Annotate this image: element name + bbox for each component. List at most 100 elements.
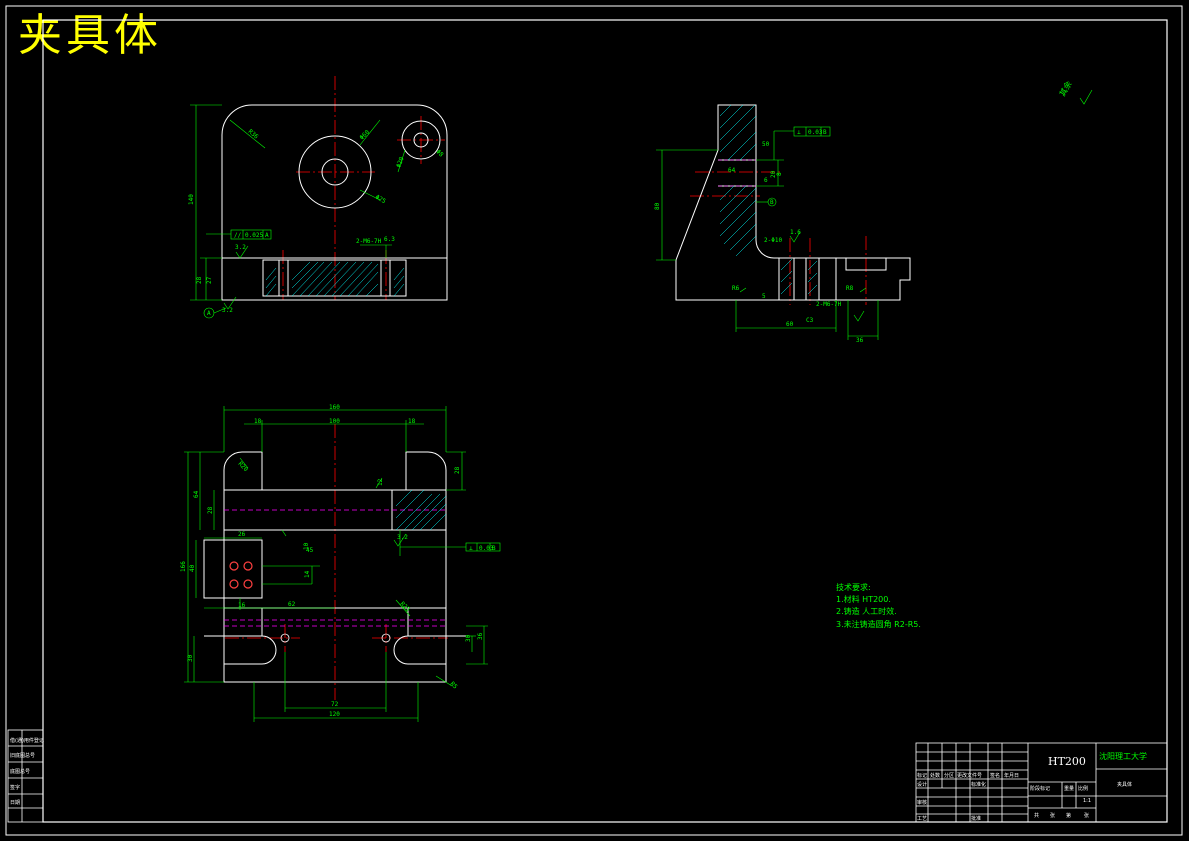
dim-h28b: 28 [207, 506, 214, 514]
dim-h40: 40 [189, 564, 196, 572]
dim-dia25: Φ25 [374, 194, 387, 206]
tb-part-name: 夹具体 [1117, 781, 1132, 788]
dim-hole: 2-Φ10 [764, 237, 782, 244]
tb-cell-ratio: 比例 [1078, 785, 1088, 792]
tb-cell-stage: 阶段标记 [1030, 785, 1050, 792]
tb-cell-sheet2: 张 [1084, 812, 1089, 819]
dim-w16: 16 [238, 602, 246, 609]
tech-item-2: 2.铸造 人工时效. [836, 606, 897, 616]
dim-h12: 12 [377, 478, 384, 486]
dim-h45: 45 [306, 547, 314, 554]
tech-requirements: 技术要求: 1.材料 HT200. 2.铸造 人工时效. 3.未注铸造圆角 R2… [836, 582, 921, 629]
dim-h10: 10 [303, 542, 310, 550]
dim-h20: 20 [770, 170, 777, 178]
dim-ra16: 1.6 [790, 229, 801, 236]
dim-w36: 36 [856, 337, 864, 344]
side-tol-value: 0.03 [808, 129, 823, 136]
front-view: R36 Φ60 Φ25 Φ20 Φ8 140 28 27 2-M6-7H 6.3… [188, 76, 448, 319]
dim-h64: 64 [193, 490, 200, 498]
dim-h166: 166 [180, 561, 187, 572]
dim-r36: R36 [247, 128, 260, 141]
dim-h30b: 30 [465, 634, 472, 642]
dim-h27: 27 [206, 276, 213, 284]
tb-cell-count: 处数 [930, 772, 940, 779]
dim-ra: 3.2 [235, 244, 246, 251]
tb-cell-marker: 标记 [917, 772, 927, 779]
dim-thread: 2-M6-7H [356, 238, 382, 245]
left-strip: 借(通)用件登记 旧底图总号 底图总号 签字 日期 [7, 729, 44, 823]
side-view: 80 20 8 5 50 6 64 60 2-Φ10 2-M6-7H C3 1.… [654, 79, 1093, 344]
dim-r6: R6 [732, 285, 740, 292]
dim-w62: 62 [288, 601, 296, 608]
dim-w60: 60 [786, 321, 794, 328]
dim-h28: 28 [196, 276, 203, 284]
dim-w160: 160 [329, 404, 340, 411]
top-tol-symbol: ⊥ [469, 545, 473, 552]
dim-r20: R20 [237, 460, 250, 473]
strip-cell-4: 签字 [10, 784, 20, 791]
dim-w120: 120 [329, 711, 340, 718]
tech-item-1: 1.材料 HT200. [836, 594, 891, 604]
dim-r25: R25 [399, 600, 412, 613]
side-tol-datum: B [823, 129, 827, 136]
dim-h14: 14 [304, 570, 311, 578]
tb-cell-weight: 重量 [1064, 785, 1074, 792]
tb-cell-approve: 批准 [971, 815, 981, 822]
side-tol-symbol: ⊥ [797, 129, 801, 136]
strip-cell-1: 借(通)用件登记 [10, 737, 44, 744]
strip-cell-3: 底图总号 [10, 768, 30, 775]
tb-cell-design: 设计 [917, 781, 927, 788]
dim-w5: 5 [762, 293, 766, 300]
tb-cell-zone: 分区 [944, 772, 954, 779]
top-tol-value: 0.03 [479, 545, 494, 552]
tb-school: 沈阳理工大学 [1099, 751, 1147, 761]
dim-height-140: 140 [188, 194, 195, 205]
dim-w64: 64 [728, 167, 736, 174]
dim-w100: 100 [329, 418, 340, 425]
dim-dia60: Φ60 [358, 129, 371, 142]
tolerance-symbol: // [234, 232, 242, 239]
dim-w50: 50 [762, 141, 770, 148]
dim-ra-top: 3.2 [397, 534, 408, 541]
tb-cell-standard: 标准化 [971, 781, 986, 788]
dim-w6: 6 [764, 177, 768, 184]
dim-h30: 30 [187, 654, 194, 662]
drawing-title: 夹具体 [18, 10, 162, 61]
top-tol-datum: B [492, 545, 496, 552]
dim-h80: 80 [654, 202, 661, 210]
strip-cell-2: 旧底图总号 [10, 752, 35, 759]
strip-cell-5: 日期 [10, 800, 20, 806]
dim-w18a: 18 [254, 418, 262, 425]
tb-scale: 1:1 [1083, 798, 1091, 804]
roughness-note: 其余 [1057, 79, 1074, 98]
tolerance-value: 0.025 [245, 232, 263, 239]
dim-dia8: Φ8 [435, 148, 445, 158]
title-block: HT200 沈阳理工大学 夹具体 1:1 标记 处数 分区 更改文件号 签名 年… [915, 742, 1168, 823]
dim-side-thread: 2-M6-7H [816, 301, 842, 308]
tb-material: HT200 [1048, 755, 1086, 768]
tech-heading: 技术要求: [836, 582, 871, 592]
dim-w26: 26 [238, 531, 246, 538]
tb-cell-sheet1: 张 [1050, 812, 1055, 819]
tb-cell-change: 更改文件号 [957, 772, 982, 779]
sheet-frame [5, 5, 1183, 836]
dim-h36: 36 [477, 632, 484, 640]
dim-dia20: Φ20 [395, 156, 405, 169]
tb-cell-total: 共 [1034, 812, 1039, 819]
tb-cell-page: 第 [1066, 812, 1071, 819]
datum-label-a: A [207, 310, 211, 317]
tb-cell-date: 年月日 [1004, 772, 1019, 779]
tb-cell-process: 工艺 [917, 816, 927, 822]
dim-r8: R8 [846, 285, 854, 292]
datum-label-b: B [770, 199, 774, 206]
tb-cell-review: 审核 [917, 799, 927, 806]
dim-w18b: 18 [408, 418, 416, 425]
dim-depth: 6.3 [384, 236, 395, 243]
dim-ra2: 3.2 [222, 307, 233, 314]
top-view: 160 18 100 18 28 R20 64 28 12 26 40 10 1… [180, 404, 501, 722]
dim-c3: C3 [806, 317, 814, 324]
tech-item-3: 3.未注铸造圆角 R2-R5. [836, 619, 921, 629]
dim-r5: R5 [449, 680, 459, 690]
dim-w72: 72 [331, 701, 339, 708]
